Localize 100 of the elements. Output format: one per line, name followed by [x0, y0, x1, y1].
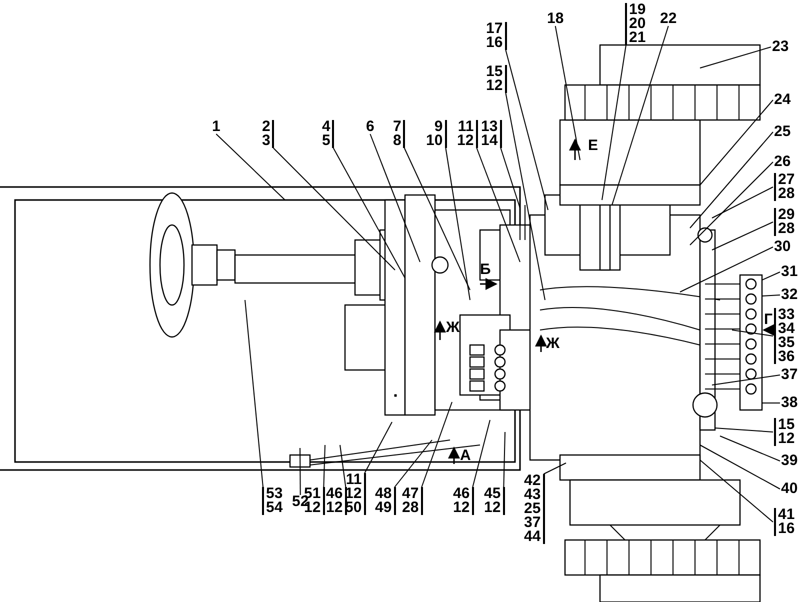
- leader-line: [700, 444, 780, 490]
- callout-group: [326, 487, 347, 515]
- leader-line: [762, 272, 780, 280]
- callout-number: 20: [629, 17, 646, 31]
- callout-number: 12: [326, 501, 343, 515]
- view-letter: Ж: [546, 336, 560, 351]
- callout-group: [426, 120, 447, 148]
- callout-number: 44: [524, 530, 541, 544]
- callout-number: 3: [262, 134, 270, 148]
- callout-number: 53: [266, 487, 283, 501]
- callout-group: [345, 473, 366, 515]
- leader-line: [554, 26, 580, 160]
- callout-group: [774, 308, 795, 364]
- callout-number: 11: [345, 473, 362, 487]
- leader-line: [762, 402, 780, 404]
- leader-line: [394, 440, 432, 488]
- callout-group: [322, 120, 334, 148]
- leader-line: [404, 148, 470, 290]
- callout-group: [484, 487, 505, 515]
- callout-number: 28: [402, 501, 419, 515]
- callout-number: 2: [262, 120, 270, 134]
- callout-number: 28: [778, 222, 795, 236]
- callout-number: 39: [781, 454, 798, 468]
- callout-group: [774, 508, 795, 536]
- leader-line: [712, 186, 774, 218]
- leader-line: [720, 436, 780, 462]
- leader-line: [762, 294, 780, 296]
- callout-number: 17: [486, 22, 503, 36]
- callout-number: 12: [453, 501, 470, 515]
- callout-number: 14: [481, 134, 498, 148]
- callout-group: [625, 3, 646, 45]
- callout-number: 42: [524, 474, 541, 488]
- leader-line: [244, 300, 264, 488]
- callout-number: 38: [781, 396, 798, 410]
- callout-number: 31: [781, 265, 798, 279]
- callout-number: 46: [453, 487, 470, 501]
- view-letter: А: [460, 448, 471, 463]
- callout-number: 13: [481, 120, 498, 134]
- callout-number: 21: [629, 31, 646, 45]
- callout-group: [402, 487, 423, 515]
- callout-number: 29: [778, 208, 795, 222]
- leader-line: [472, 420, 490, 488]
- leader-line: [364, 422, 392, 474]
- callout-group: [481, 120, 502, 148]
- callout-group: [375, 487, 396, 515]
- leader-line: [714, 428, 774, 432]
- callout-number: 8: [393, 134, 402, 148]
- callout-group: [393, 120, 406, 148]
- leader-line: [476, 148, 520, 262]
- leader-line: [690, 162, 774, 246]
- callout-number: 12: [345, 487, 362, 501]
- callout-number: 11: [457, 120, 474, 134]
- callout-number: 48: [375, 487, 392, 501]
- leader-line: [332, 148, 406, 278]
- callout-number: 33: [778, 308, 795, 322]
- callout-number: 25: [524, 502, 541, 516]
- leader-line: [543, 462, 566, 474]
- callout-number: 18: [547, 12, 564, 26]
- leader-line: [712, 222, 774, 250]
- callout-number: 12: [486, 79, 503, 93]
- callout-number: 25: [774, 125, 791, 139]
- view-letter: Е: [588, 138, 598, 153]
- callout-number: 46: [326, 487, 343, 501]
- callout-number: 4: [322, 120, 330, 134]
- callout-group: [486, 22, 507, 50]
- callout-number: 47: [402, 487, 419, 501]
- callout-group: [524, 474, 545, 544]
- leader-line: [272, 148, 396, 270]
- callout-number: 1: [212, 120, 220, 134]
- leader-line: [300, 448, 301, 496]
- leader-line: [612, 26, 669, 206]
- callout-number: 40: [781, 482, 798, 496]
- callout-number: 45: [484, 487, 501, 501]
- callout-number: 12: [457, 134, 474, 148]
- leader-line: [602, 44, 626, 200]
- callout-number: 49: [375, 501, 392, 515]
- callout-number: 26: [774, 155, 791, 169]
- callout-number: 36: [778, 350, 795, 364]
- callout-group: [262, 487, 283, 515]
- leader-line: [370, 134, 420, 262]
- callout-group: [774, 208, 795, 236]
- callout-number: 5: [322, 134, 330, 148]
- callout-number: 27: [778, 173, 795, 187]
- callout-number: 7: [393, 120, 402, 134]
- callout-number: 6: [366, 120, 374, 134]
- callout-number: 16: [778, 522, 795, 536]
- callout-number: 9: [434, 120, 443, 134]
- callout-number: 28: [778, 187, 795, 201]
- callout-number: 37: [781, 368, 798, 382]
- view-letter: Ж: [446, 320, 460, 335]
- callout-number: 23: [772, 40, 789, 54]
- callout-number: 19: [629, 3, 646, 17]
- leader-line: [700, 100, 774, 186]
- leader-line: [680, 246, 774, 292]
- callout-number: 32: [781, 288, 798, 302]
- leader-line: [505, 50, 548, 210]
- callout-number: 43: [524, 488, 541, 502]
- leader-line: [500, 148, 520, 208]
- callout-number: 34: [778, 322, 795, 336]
- callout-number: 15: [486, 65, 503, 79]
